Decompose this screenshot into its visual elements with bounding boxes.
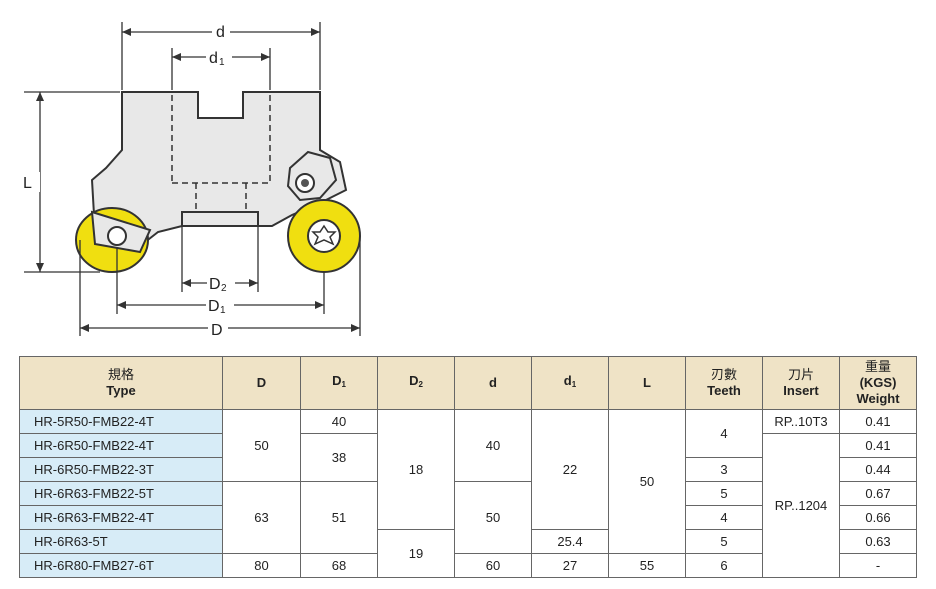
table-row: HR-6R50-FMB22-3T 3 0.44 [19, 457, 917, 482]
cell-teeth: 4 [685, 409, 763, 458]
dim-label-D1-sub: 1 [220, 305, 226, 316]
hidden-bore-lines [171, 95, 271, 212]
dim-label-d1-sub: 1 [219, 57, 225, 68]
header-D1: D1 [300, 356, 378, 410]
cell-type: HR-6R63-FMB22-4T [19, 505, 223, 530]
cell-L: 50 [608, 409, 686, 554]
header-d1: d1 [531, 356, 609, 410]
dim-label-d: d [216, 24, 225, 41]
cell-type: HR-5R50-FMB22-4T [19, 409, 223, 434]
dim-label-L: L [23, 175, 32, 192]
cell-type: HR-6R50-FMB22-3T [19, 457, 223, 482]
cell-weight: 0.44 [839, 457, 917, 482]
header-d: d [454, 356, 532, 410]
cell-D2: 19 [377, 529, 455, 578]
cell-teeth: 3 [685, 457, 763, 482]
table-row: HR-6R63-FMB22-5T 63 51 50 5 0.67 [19, 481, 917, 554]
cell-weight: - [839, 553, 917, 578]
cell-teeth: 5 [685, 529, 763, 554]
cell-d: 50 [454, 481, 532, 554]
header-D2: D2 [377, 356, 455, 410]
cell-d: 60 [454, 553, 532, 578]
cell-teeth: 5 [685, 481, 763, 506]
cell-insert: RP..10T3 [762, 409, 840, 434]
header-D: D [222, 356, 301, 410]
cell-weight: 0.66 [839, 505, 917, 530]
cell-D1: 40 [300, 409, 378, 434]
cell-D: 50 [222, 409, 301, 482]
cell-d1: 27 [531, 553, 609, 578]
cell-type: HR-6R50-FMB22-4T [19, 433, 223, 458]
dim-label-D1: D [208, 298, 220, 315]
table-row: HR-5R50-FMB22-4T 50 40 18 40 22 50 4 RP.… [19, 409, 917, 554]
cell-weight: 0.41 [839, 409, 917, 434]
dimension-arrows [36, 28, 360, 332]
cell-weight: 0.63 [839, 529, 917, 554]
cell-D: 63 [222, 481, 301, 554]
cell-D1: 38 [300, 433, 378, 482]
table-row: HR-6R80-FMB27-6T 80 68 60 27 55 6 - [19, 553, 917, 578]
cell-D: 80 [222, 553, 301, 578]
cell-teeth: 6 [685, 553, 763, 578]
cell-teeth: 4 [685, 505, 763, 530]
cell-insert: RP..1204 [762, 433, 840, 578]
cell-d1: 22 [531, 409, 609, 530]
cell-type: HR-6R80-FMB27-6T [19, 553, 223, 578]
dim-label-D: D [211, 322, 223, 339]
cell-weight: 0.67 [839, 481, 917, 506]
header-weight: 重量(KGS)Weight [839, 356, 917, 410]
dim-label-D2-sub: 2 [221, 283, 227, 294]
cell-D2: 18 [377, 409, 455, 530]
cell-type: HR-6R63-FMB22-5T [19, 481, 223, 506]
cell-D1: 68 [300, 553, 378, 578]
left-insert-hole [107, 226, 127, 246]
cutter-drawing: d d 1 L D 2 D 1 D [22, 20, 361, 339]
cell-D1: 51 [300, 481, 378, 554]
right-insert [286, 150, 361, 273]
cell-weight: 0.41 [839, 433, 917, 458]
table-row: HR-6R63-5T 19 25.4 5 0.63 [19, 529, 917, 578]
left-insert [75, 207, 152, 273]
dim-label-D2: D [209, 276, 221, 293]
cell-type: HR-6R63-5T [19, 529, 223, 554]
cell-L: 55 [608, 553, 686, 578]
bottom-step [181, 211, 259, 227]
dim-label-d1: d [209, 50, 218, 67]
cell-d: 40 [454, 409, 532, 482]
cell-d1: 25.4 [531, 529, 609, 554]
header-L: L [608, 356, 686, 410]
